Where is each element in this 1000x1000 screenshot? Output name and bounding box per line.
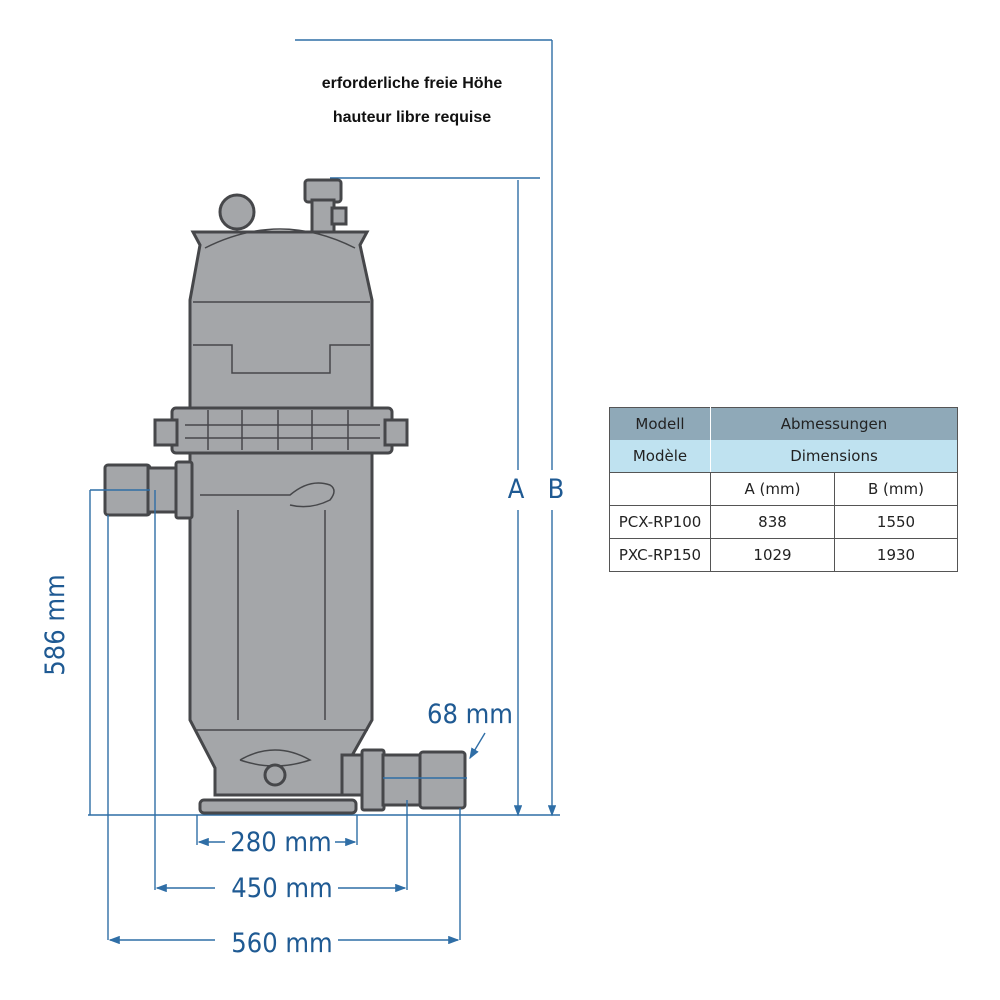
inlet-height-label: 586 mm [40,574,71,675]
column-b-header: B (mm) [834,472,958,506]
a-cell: 838 [710,505,835,539]
header-dimensions-fr: Dimensions [710,440,958,473]
column-a-header: A (mm) [710,472,835,506]
dimension-b-label: B [548,474,565,505]
clearance-note-de: erforderliche freie Höhe [322,75,503,92]
pipe-diameter-label: 68 mm [427,699,513,730]
header-model-de: Modell [609,407,711,440]
a-cell: 1029 [710,538,835,572]
b-cell: 1550 [834,505,958,539]
model-cell: PCX-RP100 [609,505,711,539]
overall-width-label: 560 mm [231,928,332,959]
table-row: PCX-RP100 838 1550 [609,505,958,539]
header-dimensions-de: Abmessungen [710,407,958,440]
port-spacing-label: 450 mm [231,873,332,904]
header-model-fr: Modèle [609,440,711,473]
base-width-label: 280 mm [230,827,331,858]
dimensions-table: Modell Abmessungen Modèle Dimensions A (… [609,407,958,572]
b-cell: 1930 [834,538,958,572]
clearance-note-fr: hauteur libre requise [333,109,491,126]
dimension-lines [89,489,486,945]
model-cell: PXC-RP150 [609,538,711,572]
table-row: PXC-RP150 1029 1930 [609,538,958,572]
cartridge-filter-illustration [103,178,467,815]
dimension-a-label: A [508,474,525,505]
empty-cell [609,472,711,506]
